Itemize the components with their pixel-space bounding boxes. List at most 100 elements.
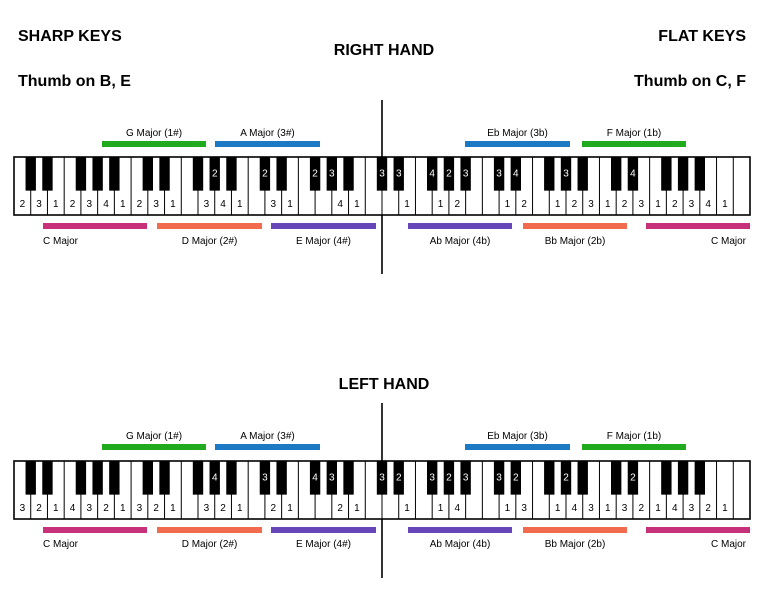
- right-white-key-finger: 1: [53, 199, 59, 210]
- left-black-key: [460, 461, 471, 495]
- left-black-key-finger: 2: [513, 473, 519, 484]
- left-bottom-scale-bar: [646, 527, 750, 533]
- left-black-key: [343, 461, 354, 495]
- left-top-scale-bar: [465, 444, 570, 450]
- left-black-key: [326, 461, 338, 495]
- left-top-scale-label: F Major (1b): [607, 431, 661, 442]
- right-black-key: [326, 157, 338, 191]
- left-top-scale-label: Eb Major (3b): [487, 431, 548, 442]
- right-white-key-finger: 3: [204, 199, 210, 210]
- right-black-key: [276, 157, 287, 191]
- right-black-key: [443, 157, 455, 191]
- left-bottom-scale-bar: [157, 527, 262, 533]
- right-white-key-finger: 2: [521, 199, 527, 210]
- left-white-key-finger: 2: [705, 503, 711, 514]
- left-black-key: [510, 461, 522, 495]
- left-bottom-scale-label: C Major: [711, 539, 747, 550]
- right-black-key: [426, 157, 438, 191]
- left-white-key-finger: 1: [170, 503, 176, 514]
- right-top-scale-bar: [465, 141, 570, 147]
- right-black-key: [209, 157, 220, 191]
- right-top-scale-bar: [215, 141, 320, 147]
- right-black-key: [192, 157, 204, 191]
- left-white-key-finger: 1: [120, 503, 126, 514]
- left-black-key: [560, 461, 572, 495]
- left-black-key: [661, 461, 672, 495]
- right-bottom-scale-label: Bb Major (2b): [545, 236, 606, 247]
- right-white-key-finger: 2: [672, 199, 678, 210]
- left-black-key: [159, 461, 170, 495]
- left-white-key-finger: 3: [204, 503, 210, 514]
- right-bottom-scale-label: C Major: [43, 236, 79, 247]
- right-white-key-finger: 3: [153, 199, 159, 210]
- left-white-key-finger: 2: [270, 503, 276, 514]
- left-black-key: [192, 461, 204, 495]
- left-white-key-finger: 3: [521, 503, 527, 514]
- left-black-key: [276, 461, 287, 495]
- left-white-key-finger: 4: [672, 503, 678, 514]
- sharp-keys-heading: SHARP KEYS: [18, 28, 122, 45]
- left-bottom-scale-label: Bb Major (2b): [545, 539, 606, 550]
- left-black-key: [109, 461, 120, 495]
- right-black-key: [610, 157, 622, 191]
- right-white-key-finger: 4: [103, 199, 109, 210]
- right-black-key-finger: 3: [396, 169, 402, 180]
- right-black-key: [544, 157, 555, 191]
- left-black-key: [493, 461, 505, 495]
- right-white-key-finger: 1: [438, 199, 444, 210]
- right-black-key-finger: 4: [513, 169, 519, 180]
- left-black-key: [694, 461, 706, 495]
- right-black-key-finger: 3: [563, 169, 569, 180]
- right-black-key: [92, 157, 103, 191]
- left-bottom-scale-label: Ab Major (4b): [430, 539, 491, 550]
- right-black-key: [627, 157, 639, 191]
- left-white-key-finger: 4: [572, 503, 578, 514]
- right-white-key-finger: 2: [20, 199, 26, 210]
- right-top-scale-label: G Major (1#): [126, 128, 182, 139]
- right-white-key-finger: 4: [220, 199, 226, 210]
- left-black-key-finger: 4: [312, 473, 318, 484]
- right-black-key: [460, 157, 471, 191]
- right-black-key-finger: 3: [379, 169, 385, 180]
- thumb-sharp-heading: Thumb on B, E: [18, 73, 131, 90]
- right-black-key: [343, 157, 354, 191]
- right-white-key-finger: 3: [689, 199, 695, 210]
- left-black-key: [443, 461, 455, 495]
- right-white-key-finger: 1: [655, 199, 661, 210]
- right-black-key-finger: 3: [463, 169, 469, 180]
- right-bottom-scale-label: E Major (4#): [296, 236, 351, 247]
- right-black-key-finger: 2: [212, 169, 218, 180]
- left-top-scale-bar: [215, 444, 320, 450]
- left-white-key-finger: 2: [337, 503, 343, 514]
- left-top-scale-bar: [582, 444, 686, 450]
- right-black-key: [75, 157, 87, 191]
- right-black-key: [493, 157, 505, 191]
- right-black-key-finger: 2: [446, 169, 452, 180]
- right-black-key: [560, 157, 572, 191]
- right-bottom-scale-bar: [157, 223, 262, 229]
- left-white-key-finger: 3: [588, 503, 594, 514]
- right-black-key: [159, 157, 170, 191]
- left-white-key-finger: 4: [454, 503, 460, 514]
- left-black-key: [376, 461, 388, 495]
- left-white-key-finger: 3: [137, 503, 143, 514]
- right-black-key-finger: 4: [630, 169, 636, 180]
- left-black-key-finger: 2: [446, 473, 452, 484]
- left-white-key-finger: 3: [86, 503, 92, 514]
- right-black-key-finger: 3: [329, 169, 335, 180]
- right-white-key-finger: 1: [237, 199, 243, 210]
- right-white-key-finger: 2: [70, 199, 76, 210]
- left-black-key: [25, 461, 36, 495]
- left-black-key-finger: 3: [496, 473, 502, 484]
- left-black-key-finger: 3: [429, 473, 435, 484]
- right-black-key: [142, 157, 154, 191]
- left-white-key-finger: 1: [404, 503, 410, 514]
- left-black-key-finger: 3: [379, 473, 385, 484]
- right-bottom-scale-bar: [408, 223, 512, 229]
- left-black-key: [577, 461, 588, 495]
- right-black-key-finger: 2: [312, 169, 318, 180]
- left-black-key: [142, 461, 154, 495]
- left-bottom-scale-bar: [408, 527, 512, 533]
- right-white-key-finger: 3: [588, 199, 594, 210]
